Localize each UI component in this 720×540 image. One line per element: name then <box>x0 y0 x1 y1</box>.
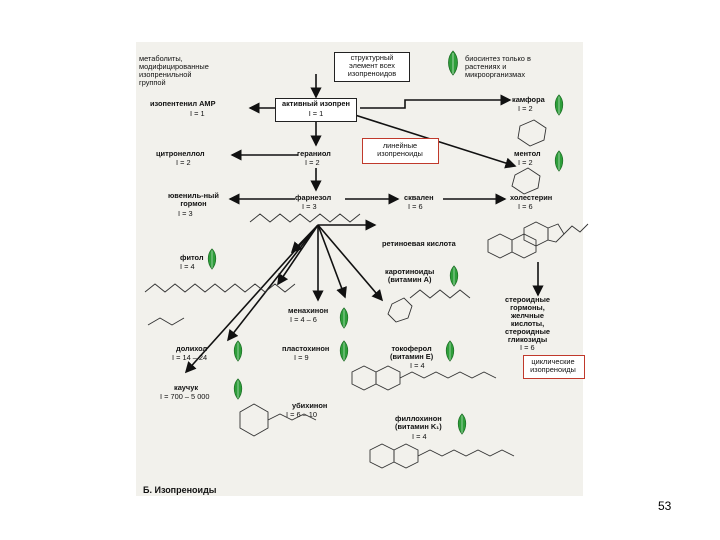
leaf-icon <box>554 94 564 116</box>
arrow-farnesol-to-ubiquinone <box>277 224 319 286</box>
menaquinone-formula: I = 4 – 6 <box>290 315 317 324</box>
structure-drawings <box>144 119 589 469</box>
tocopherol-ring2 <box>375 365 401 391</box>
legend-structural-box <box>334 52 410 82</box>
phylloquinone-label: филлохинон (витамин K₁) <box>395 414 442 431</box>
leaf-icon <box>448 50 458 76</box>
legend-plants-only: биосинтез только в растениях и микроорга… <box>465 54 531 79</box>
rubber-label: каучук <box>174 383 199 392</box>
leaf-icon <box>233 378 243 400</box>
juvenile-hormone-formula: I = 3 <box>178 209 193 218</box>
carotenoids-label: каротиноиды (витамин А) <box>385 267 435 284</box>
phytol-chain <box>144 283 296 293</box>
isoprenoids-figure <box>136 42 583 496</box>
menthol-formula: I = 2 <box>518 158 533 167</box>
cholesterol-ring-a <box>487 233 513 259</box>
leaf-icon <box>445 340 455 362</box>
plastoquinone-label: пластохинон <box>282 344 330 353</box>
steroid-hormones-label: стероидные гормоны, желчные кислоты, сте… <box>505 295 550 344</box>
arrow-farnesol-to-rubber <box>184 224 319 374</box>
leaf-icon <box>339 307 349 329</box>
steroid-hormones-formula: I = 6 <box>520 343 535 352</box>
arrow-farnesol-to-carotenoids <box>317 224 384 302</box>
isopentenyl-amp-formula: I = 1 <box>190 109 205 118</box>
ubiquinone-ring <box>239 403 269 437</box>
phytol-label: фитол <box>180 253 204 262</box>
leaf-icon <box>554 150 564 172</box>
dolichol-chain <box>147 317 185 326</box>
phylloquinone-ring <box>369 443 395 469</box>
farnesol-formula: I = 3 <box>302 202 317 211</box>
dolichol-formula: I = 14 – 24 <box>172 353 208 362</box>
cholesterol-tail <box>563 223 589 235</box>
cholesterol-formula: I = 6 <box>518 202 533 211</box>
page-number: 53 <box>658 499 672 513</box>
legend-structural: структурный элемент всех изопреноидов <box>347 53 397 78</box>
tocopherol-chain <box>399 371 497 379</box>
legend-cyclic: циклические изопреноиды <box>530 357 576 374</box>
active-isoprene-box <box>275 98 357 122</box>
squalene-formula: I = 6 <box>408 202 423 211</box>
active-isoprene-label: активный изопрен <box>282 99 350 108</box>
farnesol-label: фарнезол <box>295 193 332 202</box>
carotenoid-ring <box>387 297 413 323</box>
carotenoid-chain <box>409 289 471 299</box>
legend-linear-box <box>362 138 439 164</box>
legend-cyclic-box <box>523 355 585 379</box>
phylloquinone-chain <box>417 449 515 457</box>
leaf-icon <box>339 340 349 362</box>
legend-modified: метаболиты, модифицированные изопренильн… <box>139 54 209 87</box>
farnesol-chain <box>249 213 361 223</box>
menthol-ring <box>511 167 541 195</box>
menaquinone-label: менахинон <box>288 306 329 315</box>
leaf-icon <box>233 340 243 362</box>
tocopherol-formula: I = 4 <box>410 361 425 370</box>
menthol-label: ментол <box>514 149 541 158</box>
leaf-icon <box>457 413 467 435</box>
arrow-isoprene-to-camphor <box>360 94 512 109</box>
ubiquinone-chain <box>267 413 317 421</box>
plastoquinone-formula: I = 9 <box>294 353 309 362</box>
rubber-formula: I = 700 – 5 000 <box>160 392 210 401</box>
squalene-label: сквален <box>404 193 434 202</box>
geraniol-label: гераниол <box>297 149 331 158</box>
isopentenyl-amp-label: изопентенил АМР <box>150 99 216 108</box>
ubiquinone-label: убихинон <box>292 401 328 410</box>
arrow-farnesol-to-menaquinone <box>317 224 347 299</box>
citronellol-formula: I = 2 <box>176 158 191 167</box>
leaf-icon <box>449 265 459 287</box>
figure-caption: Б. Изопреноиды <box>143 485 217 495</box>
cholesterol-label: холестерин <box>510 193 553 202</box>
leaf-icon <box>207 248 217 270</box>
active-isoprene-formula: I = 1 <box>308 109 324 118</box>
geraniol-formula: I = 2 <box>305 158 320 167</box>
ubiquinone-formula: I = 6 – 10 <box>286 410 318 419</box>
phylloquinone-ring2 <box>393 443 419 469</box>
cholesterol-ring-d <box>547 223 565 243</box>
camphor-label: камфора <box>512 95 545 104</box>
arrow-farnesol-to-dolichol <box>227 224 319 342</box>
dolichol-label: долихол <box>176 344 208 353</box>
phylloquinone-formula: I = 4 <box>412 432 427 441</box>
citronellol-label: цитронеллол <box>156 149 205 158</box>
legend-linear: линейные изопреноиды <box>377 141 423 158</box>
tocopherol-ring <box>351 365 377 391</box>
juvenile-hormone-label: ювениль-ный гормон <box>168 191 219 208</box>
camphor-ring <box>517 119 547 147</box>
camphor-formula: I = 2 <box>518 104 533 113</box>
tocopherol-label: токоферол (витамин Е) <box>390 344 434 361</box>
retinoic-acid-label: ретиноевая кислота <box>382 239 456 248</box>
phytol-formula: I = 4 <box>180 262 195 271</box>
